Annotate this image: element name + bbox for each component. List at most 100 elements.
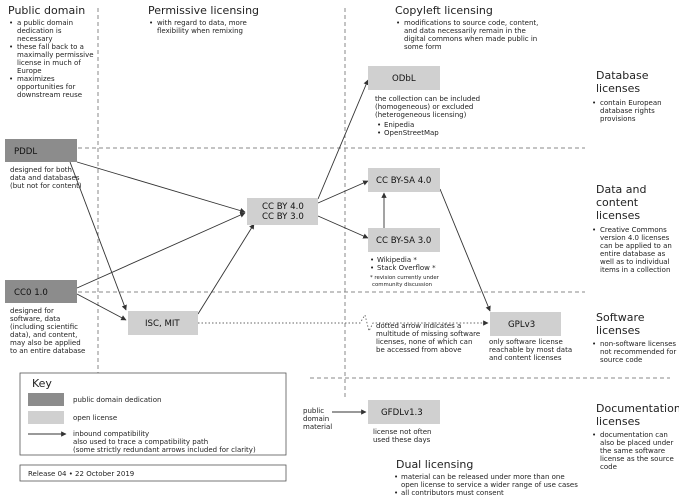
release-box: Release 04 • 22 October 2019	[19, 464, 287, 482]
bullet-line: open license to service a wider range of…	[401, 481, 578, 489]
note-line: public	[303, 407, 324, 415]
note-line: the collection can be included	[375, 95, 480, 103]
note-line: dotted arrow indicates a	[376, 322, 461, 330]
license-box-open	[368, 168, 440, 192]
bullet-line: opportunities for	[17, 83, 76, 91]
license-box-open	[128, 311, 198, 335]
column-title: Public domain	[8, 4, 85, 17]
category-title: licenses	[596, 324, 640, 337]
bullet-line: maximally permissive	[17, 51, 94, 59]
arrow-cc-by-to-cc-by-sa-4	[317, 180, 369, 204]
bullet-line: dedication is	[17, 27, 62, 35]
license-box-open	[368, 400, 440, 424]
arrow-isc-mit-to-cc-by	[197, 223, 255, 315]
bullet-line: Creative Commons	[600, 226, 667, 234]
note-line: used these days	[373, 436, 431, 444]
license-box-open	[490, 312, 561, 336]
bullet-line: the same software	[600, 447, 665, 455]
bullet-line: maximizes	[17, 75, 55, 83]
license-name: CC BY-SA 3.0	[376, 236, 431, 246]
note-line: domain	[303, 415, 329, 423]
dual-licensing: Dual licensing • material can be release…	[394, 458, 578, 497]
svg-text:•: •	[396, 19, 400, 27]
license-name: PDDL	[14, 147, 37, 157]
svg-text:•: •	[377, 121, 381, 129]
public-domain-material-label: public domain material	[303, 407, 332, 431]
bullet-line: material can be released under more than…	[401, 473, 565, 481]
gfdl-note: license not often used these days	[373, 428, 431, 444]
key-frame	[19, 372, 287, 456]
release-label: Release 04 • 22 October 2019	[28, 470, 134, 478]
bullet-line: source code	[600, 356, 642, 364]
category-title: Data and	[596, 183, 646, 196]
key-label: inbound compatibility	[73, 430, 149, 438]
bullet-line: contain European	[600, 99, 662, 107]
bullet-line: some form	[404, 43, 442, 51]
bullet-line: necessary	[17, 35, 53, 43]
arrow-pddl-to-cc-by	[76, 161, 246, 214]
category-title: Documentation	[596, 402, 679, 415]
category-title: licenses	[596, 82, 640, 95]
license-box-open	[368, 228, 440, 252]
svg-text:•: •	[149, 19, 153, 27]
column-title: Copyleft licensing	[395, 4, 493, 17]
example-item: Enipedia	[384, 121, 414, 129]
license-name: ISC, MIT	[145, 319, 180, 329]
bullet-line: flexibility when remixing	[157, 27, 243, 35]
dual-licensing-title: Dual licensing	[396, 458, 473, 471]
license-cc0: CC0 1.0	[5, 280, 77, 303]
example-item: Stack Overflow *	[377, 264, 436, 272]
column-copyleft: Copyleft licensing • modifications to so…	[395, 4, 538, 51]
bullet-line: items in a collection	[600, 266, 670, 274]
arrow-cc-by-to-odbl	[317, 79, 369, 200]
bullet-line: version 4.0 licenses	[600, 234, 670, 242]
note-line: to an entire database	[10, 347, 85, 355]
license-cc-by-sa-3: CC BY-SA 3.0	[368, 228, 440, 252]
compatibility-arrows	[69, 79, 491, 415]
bullet-line: a public domain	[17, 19, 73, 27]
key-label: public domain dedication	[73, 396, 161, 404]
bullet-line: documentation can	[600, 431, 668, 439]
dotted-arrow-note: dotted arrow indicates a multitude of mi…	[376, 322, 480, 354]
svg-text:•: •	[592, 226, 596, 234]
bullet-line: downstream reuse	[17, 91, 82, 99]
pddl-note: designed for both data and databases (bu…	[10, 166, 82, 190]
license-name: CC BY-SA 4.0	[376, 176, 431, 186]
svg-text:•: •	[394, 489, 398, 497]
note-line: (heterogeneous licensing)	[375, 111, 467, 119]
column-permissive: Permissive licensing • with regard to da…	[148, 4, 259, 35]
key-title: Key	[32, 377, 52, 390]
category-title: Software	[596, 311, 645, 324]
bullet-line: Europe	[17, 67, 42, 75]
bullet-line: these fall back to a	[17, 43, 84, 51]
bullet-line: with regard to data, more	[157, 19, 247, 27]
note-line: only software license	[489, 338, 563, 346]
bullet-line: modifications to source code, content,	[404, 19, 538, 27]
svg-text:•: •	[592, 340, 596, 348]
bullet-line: well as to individual	[600, 258, 670, 266]
odbl-note: the collection can be included (homogene…	[375, 95, 480, 137]
cc0-note: designed for software, data (including s…	[10, 307, 85, 355]
note-line: reachable by most data	[489, 346, 572, 354]
note-line: and content licenses	[489, 354, 562, 362]
note-line: (but not for content)	[10, 182, 82, 190]
release-frame	[19, 464, 287, 482]
bullet-line: code	[600, 463, 617, 471]
svg-text:•: •	[370, 264, 374, 272]
bullet-line: license in much of	[17, 59, 81, 67]
footnote-line: community discussion	[372, 282, 432, 288]
arrow-cc0-to-cc-by	[76, 212, 246, 289]
key-legend: Key public domain dedication open licens…	[19, 372, 287, 456]
cc-by-sa-3-note: • Wikipedia * • Stack Overflow * * revis…	[370, 256, 440, 288]
category-database: Database licenses • contain European dat…	[592, 69, 662, 123]
svg-text:•: •	[9, 43, 13, 51]
license-name: CC0 1.0	[14, 288, 48, 298]
key-swatch-open-license	[28, 411, 64, 424]
dotted-arrow-isc-mit-to-gplv3	[198, 313, 489, 333]
note-line: licenses, none of which can	[376, 338, 472, 346]
arrow-cc-by-sa-4-to-gplv3	[439, 188, 491, 312]
license-cc-by: CC BY 4.0 CC BY 3.0	[247, 198, 318, 225]
note-line: (including scientific	[10, 323, 78, 331]
bullet-line: digital commons when made public in	[404, 35, 537, 43]
category-software: Software licenses • non-software license…	[592, 311, 676, 364]
